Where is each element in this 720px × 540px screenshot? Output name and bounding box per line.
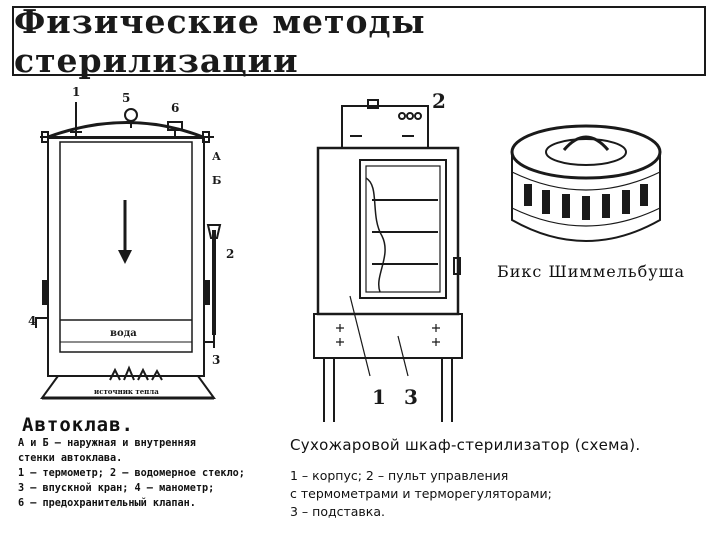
dryer-label-1: 1	[372, 385, 386, 409]
dryer-label-3: 3	[404, 385, 418, 409]
dryer-diagram: 2 1 3	[313, 89, 463, 422]
autoclave-label-4: 4	[28, 314, 36, 328]
autoclave-label-heater: источник тепла	[94, 387, 159, 396]
bix-caption: Бикс Шиммельбуша	[497, 262, 686, 281]
dryer-legend: 1 – корпус; 2 – пульт управления с термом…	[290, 467, 552, 521]
autoclave-legend-line: 1 – термометр; 2 – водомерное стекло;	[18, 468, 245, 479]
autoclave-label-3: 3	[212, 353, 220, 367]
autoclave-legend-line: стенки автоклава.	[18, 453, 123, 464]
dryer-legend-line: 3 – подставка.	[290, 504, 385, 519]
autoclave-label-1: 1	[72, 85, 80, 99]
autoclave-label-5: 5	[122, 91, 130, 105]
autoclave-caption: Автоклав.	[22, 414, 134, 436]
autoclave-label-b: Б	[212, 174, 221, 187]
autoclave-legend-line: 6 – предохранительный клапан.	[18, 498, 196, 509]
dryer-legend-line: с термометрами и терморегуляторами;	[290, 486, 552, 501]
dryer-label-2: 2	[432, 89, 446, 113]
autoclave-label-a: А	[212, 150, 221, 163]
page-title: Физические методы стерилизации	[14, 2, 426, 80]
dryer-caption: Сухожаровой шкаф-стерилизатор (схема).	[290, 436, 641, 454]
autoclave-diagram: 1 5 6 А Б 2 4 3 вода источник тепла	[28, 85, 234, 400]
dryer-legend-line: 1 – корпус; 2 – пульт управления	[290, 468, 509, 483]
autoclave-label-6: 6	[171, 101, 179, 115]
autoclave-legend-line: 3 – впускной кран; 4 – манометр;	[18, 483, 215, 494]
autoclave-legend-line: А и Б – наружная и внутренняя	[18, 438, 196, 449]
bix-diagram	[510, 124, 662, 242]
autoclave-legend: А и Б – наружная и внутренняя стенки авто…	[18, 436, 245, 511]
title-frame: Физические методы стерилизации	[12, 2, 706, 80]
autoclave-label-2: 2	[226, 247, 234, 261]
autoclave-label-water: вода	[110, 328, 137, 339]
